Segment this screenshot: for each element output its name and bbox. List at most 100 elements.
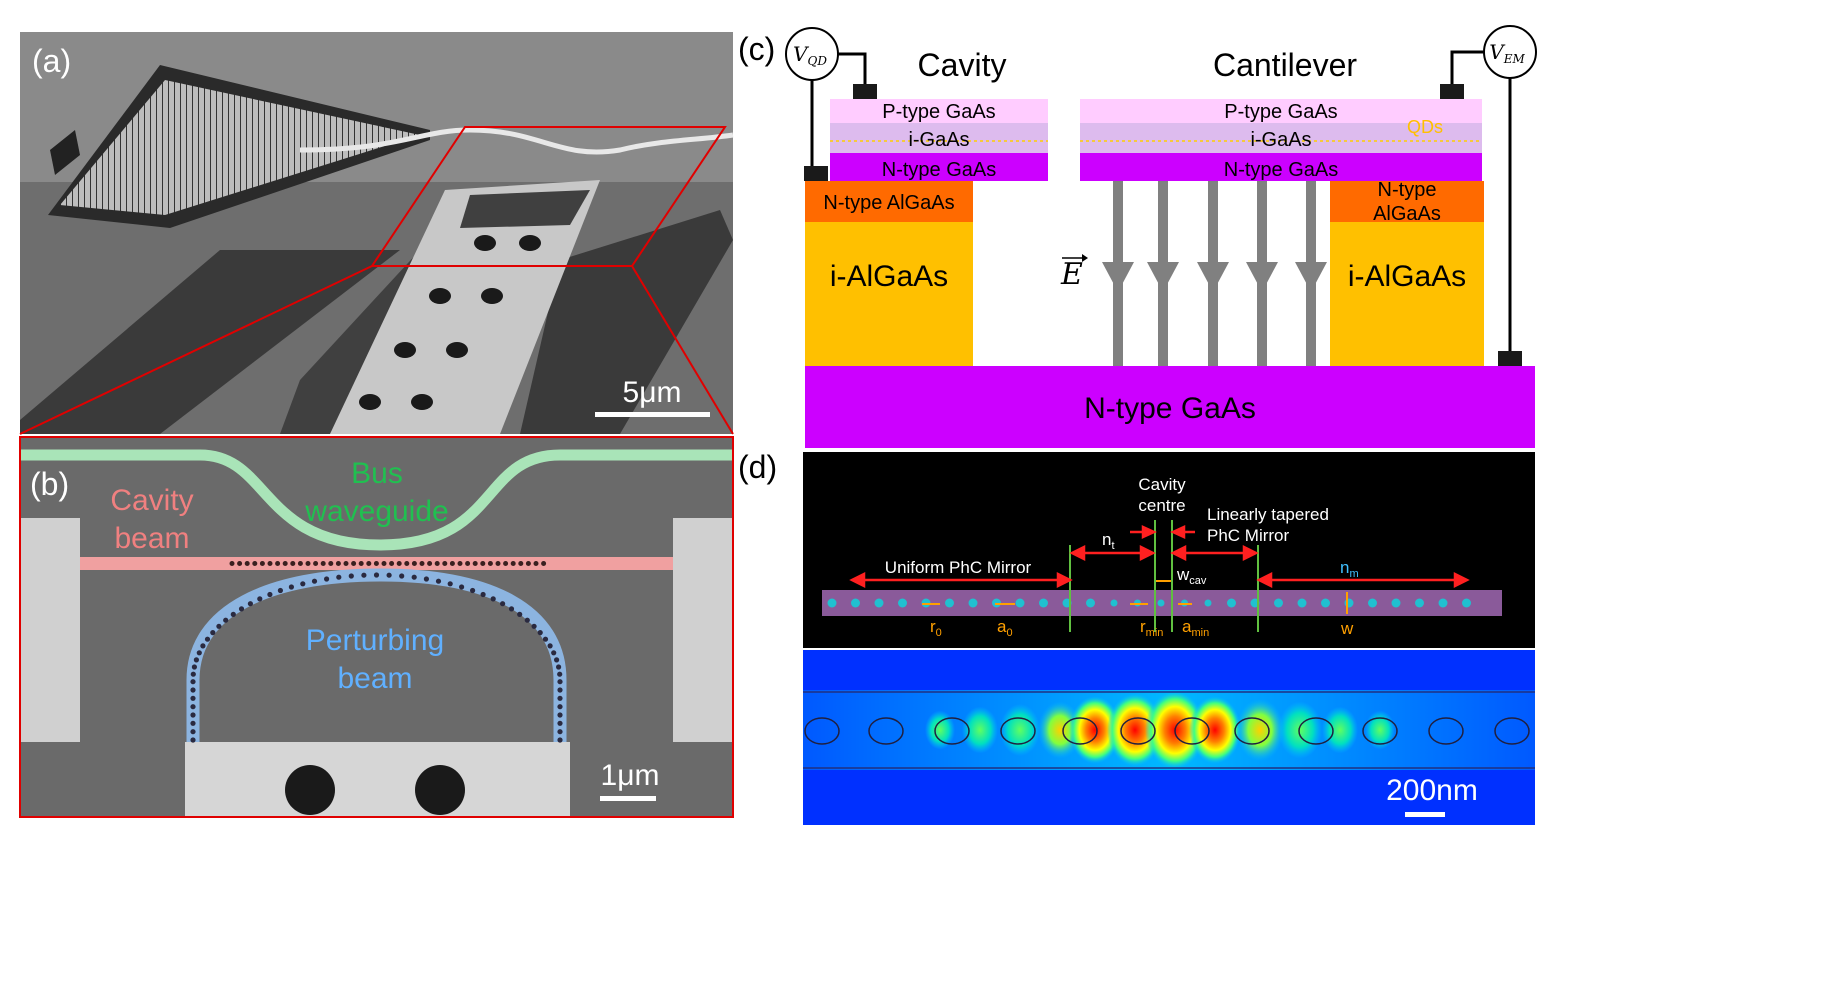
panel-b-frame (19, 436, 734, 818)
vem-contact-top (1440, 84, 1464, 99)
field-hole-outline (1298, 717, 1334, 745)
cavity-beam-hole (343, 561, 349, 566)
perturbing-beam-hole (193, 657, 199, 663)
i-algaas-right-label: i-AlGaAs (1348, 260, 1466, 293)
efield-arrow-head (1147, 262, 1179, 292)
vem-contact-bottom (1498, 351, 1522, 366)
cavity-beam-hole (366, 561, 372, 566)
phc-hole (1438, 598, 1448, 608)
cavity-beam-hole (487, 561, 493, 566)
field-hole-outline (1362, 717, 1398, 745)
perturbing-beam-hole (190, 729, 196, 735)
perturbing-beam-label-2: beam (337, 662, 412, 695)
cavity-beam-hole (533, 561, 539, 566)
tapered-mirror-label-1: Linearly tapered (1207, 505, 1329, 524)
cavity-beam-hole (480, 561, 486, 566)
perturbing-beam-hole (247, 601, 253, 607)
phc-hole (874, 598, 884, 608)
cavity-centre-label-1: Cavity (1138, 475, 1186, 494)
vqd-contact-top (853, 84, 877, 99)
field-hole-outline (1428, 717, 1464, 745)
a-min-label: amin (1182, 617, 1209, 639)
a-0-label: a0 (997, 617, 1013, 639)
qds-label: QDs (1407, 117, 1443, 137)
panel-a: 5μm (a) (19, 32, 734, 435)
perturbing-beam-hole (288, 584, 294, 590)
perturbing-beam-hole (204, 636, 211, 642)
phc-hole (1297, 598, 1307, 608)
n-algaas-left-label: N-type AlGaAs (823, 192, 954, 214)
perturbing-beam-hole (324, 576, 330, 582)
cavity-beam-hole (282, 561, 288, 566)
perturbing-beam-hole (447, 581, 453, 587)
cavity-p-layer (830, 99, 1048, 123)
perturbing-beam-hole (190, 671, 196, 677)
phc-hole (1110, 599, 1118, 607)
cavity-beam-hole (358, 561, 364, 566)
small-dimension-marks (922, 580, 1348, 614)
cantilever-i-layer (1080, 123, 1482, 153)
pad-hole-1 (285, 765, 335, 815)
perturbing-beam-hole (480, 591, 486, 598)
cavity-beam-hole (503, 561, 509, 566)
perturbing-beam-hole (196, 650, 202, 656)
cavity-beam-hole (541, 561, 547, 566)
w-label: w (1340, 619, 1354, 638)
field-hole-outline (804, 717, 840, 745)
cavity-beam-hole (525, 561, 531, 566)
phc-hole (1204, 599, 1212, 607)
cavity-centre-label-2: centre (1138, 496, 1185, 515)
n-algaas-right-label-2: AlGaAs (1373, 203, 1441, 225)
pad-left (20, 518, 80, 742)
field-lobe (1000, 704, 1040, 756)
perturbing-beam-hole (190, 720, 196, 726)
perturbing-beam-hole (190, 737, 196, 743)
phc-hole (1344, 598, 1354, 608)
perturbing-beam-hole (551, 650, 557, 656)
cavity-beam-hole (252, 561, 258, 566)
scale-bar-a (595, 412, 710, 417)
panel-label-d: (d) (738, 449, 777, 485)
cavity-beam-hole (328, 561, 334, 566)
perturbing-beam-hole (557, 671, 563, 677)
perturbing-beam-hole (557, 704, 563, 710)
perturbing-beam-hole (490, 596, 496, 602)
phc-hole (1015, 598, 1025, 608)
n-algaas-right-label-1: N-type (1378, 179, 1437, 201)
cavity-beam-hole (495, 561, 501, 566)
perturbing-beam-hole (517, 611, 523, 618)
perturbing-beam-hole (361, 572, 367, 578)
perturbing-beam-hole (423, 576, 429, 582)
cavity-beam-hole (244, 561, 250, 566)
phc-hole (968, 598, 978, 608)
panel-b: Cavity beam Bus waveguide Perturbing bea… (19, 436, 734, 818)
field-lobe (1038, 701, 1082, 759)
cavity-p-label: P-type GaAs (882, 101, 995, 123)
perturbing-beam-hole (190, 687, 196, 693)
perturbing-beam-hole (210, 630, 216, 636)
perturbing-beam-label-1: Perturbing (306, 624, 444, 657)
cavity-beam-hole (229, 561, 235, 566)
phc-hole (1227, 598, 1236, 608)
field-lobe (1189, 696, 1241, 764)
cavity-i-label: i-GaAs (908, 129, 969, 151)
perturbing-beam-hole (557, 679, 563, 685)
bus-waveguide-label-1: Bus (351, 457, 403, 490)
perturbing-beam-hole (524, 617, 530, 623)
panel-label-c: (c) (738, 31, 775, 67)
field-holes (804, 717, 1530, 745)
efield-arrow-head (1197, 262, 1229, 292)
i-algaas-right (1330, 222, 1484, 366)
cavity-beam-hole (472, 561, 478, 566)
tapered-mirror-label-2: PhC Mirror (1207, 526, 1290, 545)
vem-label: VEM (1489, 40, 1525, 66)
zoom-line-right (631, 265, 734, 435)
cavity-beam-hole (275, 561, 281, 566)
substrate-layer (805, 366, 1535, 448)
perturbing-beam-hole (557, 737, 563, 743)
perturbing-beam-hole (500, 601, 506, 607)
w-cav-label: wcav (1176, 565, 1207, 587)
perturbing-beam-holes (190, 572, 563, 743)
perturbing-beam-hole (336, 574, 342, 580)
vqd-wire-top (838, 52, 867, 86)
